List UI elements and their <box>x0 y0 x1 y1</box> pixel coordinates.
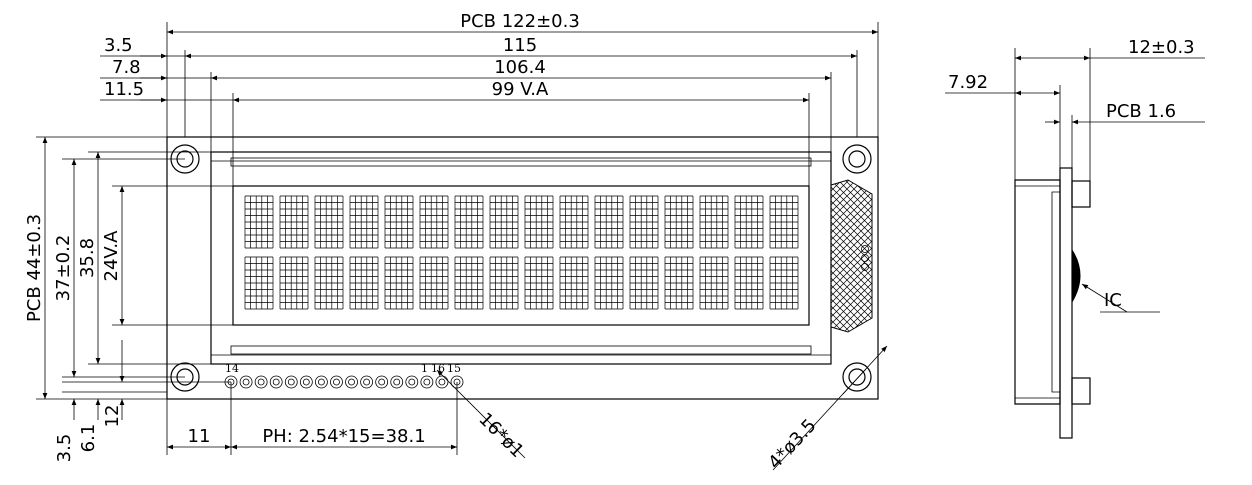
connector-pin <box>435 375 449 389</box>
dim-pcb-width: PCB 122±0.3 <box>460 11 580 32</box>
character-cell <box>244 195 274 249</box>
character-cell <box>314 256 344 310</box>
character-cell <box>454 256 484 310</box>
pcb-outline <box>166 136 879 400</box>
dim-view-area-height: 24V.A <box>101 230 122 282</box>
connector-pin <box>420 375 434 389</box>
character-cell <box>349 256 379 310</box>
character-cell <box>419 195 449 249</box>
top-dimensions: PCB 122±0.3 115 106.4 99 V.A 3.5 7.8 11.… <box>100 11 879 186</box>
character-cell <box>664 195 694 249</box>
character-cell <box>734 256 764 310</box>
connector-pin <box>284 375 298 389</box>
left-dimensions: PCB 44±0.3 37±0.2 35.8 24V.A <box>24 136 233 400</box>
dim-offset-11-5: 11.5 <box>104 79 144 100</box>
character-cell <box>384 256 414 310</box>
dim-view-area-width: 99 V.A <box>492 79 549 100</box>
character-cell <box>524 195 554 249</box>
bottom-dimensions: 11 PH: 2.54*15=38.1 <box>166 382 458 455</box>
dim-hole-spacing: 115 <box>503 35 537 56</box>
character-cell <box>314 195 344 249</box>
dim-pin-offset: 11 <box>188 426 211 447</box>
character-cell <box>664 256 694 310</box>
dim-pin-pitch: PH: 2.54*15=38.1 <box>262 426 425 447</box>
character-cell <box>419 256 449 310</box>
bezel-outline <box>210 151 832 365</box>
connector-pin <box>375 375 389 389</box>
character-cell <box>454 195 484 249</box>
side-view: 12±0.3 7.92 PCB 1.6 IC <box>945 37 1205 439</box>
character-cell <box>349 195 379 249</box>
connector-pin <box>299 375 313 389</box>
character-cell <box>629 256 659 310</box>
connector-pin <box>239 375 253 389</box>
dim-bottom-12: 12 <box>102 405 123 428</box>
connector-pin <box>269 375 283 389</box>
connector-pin <box>254 375 268 389</box>
top-strip <box>230 157 812 167</box>
front-view: 14 1 16 15 PCB 122±0.3 115 106.4 99 V.A … <box>24 11 888 473</box>
bottom-strip <box>230 345 812 355</box>
character-cell <box>384 195 414 249</box>
mounting-hole-br <box>842 362 872 392</box>
character-cell <box>594 256 624 310</box>
side-pcb <box>1059 167 1073 439</box>
character-cell <box>559 256 589 310</box>
character-cell <box>489 256 519 310</box>
dim-bezel-width: 106.4 <box>494 57 546 78</box>
character-cell <box>734 195 764 249</box>
connector-pin <box>390 375 404 389</box>
connector-pin <box>345 375 358 389</box>
character-cell <box>559 195 589 249</box>
connector-pin <box>314 375 328 389</box>
character-cell <box>489 195 519 249</box>
character-cell <box>769 195 799 249</box>
character-cell <box>524 256 554 310</box>
callout-pins-label: 16*ø1 <box>474 409 527 462</box>
viewing-area <box>232 185 810 326</box>
character-grid <box>244 195 799 310</box>
dim-hole-spacing-v: 37±0.2 <box>53 235 74 302</box>
character-cell <box>279 195 309 249</box>
bottom-left-dimensions: 3.5 6.1 12 <box>54 340 231 462</box>
mounting-hole-tr <box>842 144 872 174</box>
dim-offset-7-8: 7.8 <box>112 57 141 78</box>
side-bezel <box>1014 179 1061 405</box>
pin-label-14: 14 <box>225 362 239 375</box>
pin-label-1: 1 <box>421 362 428 375</box>
side-ic <box>1071 248 1081 304</box>
pin-row <box>224 375 464 389</box>
dim-offset-3-5: 3.5 <box>104 35 133 56</box>
dim-pcb-thickness: PCB 1.6 <box>1106 101 1176 122</box>
dim-module-depth: 7.92 <box>948 72 988 93</box>
side-component-bottom <box>1071 377 1091 405</box>
character-cell <box>244 256 274 310</box>
dim-bezel-height: 35.8 <box>77 238 98 278</box>
character-cell <box>594 195 624 249</box>
character-cell <box>699 256 729 310</box>
character-cell <box>279 256 309 310</box>
pin-label-15: 15 <box>447 362 461 375</box>
callout-holes-label: 4*ø3.5 <box>764 415 820 473</box>
connector-pin <box>405 375 419 389</box>
character-cell <box>629 195 659 249</box>
backlight-connector <box>830 179 873 333</box>
callout-pins: 16*ø1 <box>436 369 528 462</box>
dim-pcb-height: PCB 44±0.3 <box>24 214 45 322</box>
character-cell <box>699 195 729 249</box>
dim-bottom-3-5: 3.5 <box>54 434 75 463</box>
dim-bottom-6-1: 6.1 <box>78 424 99 453</box>
side-component-top <box>1071 180 1091 208</box>
connector-pin <box>360 375 374 389</box>
dim-total-thickness: 12±0.3 <box>1128 37 1195 58</box>
callout-holes: 4*ø3.5 <box>764 345 888 473</box>
connector-pin <box>330 375 343 389</box>
pin-label-16: 16 <box>431 362 445 375</box>
character-cell <box>769 256 799 310</box>
ic-label: IC <box>1104 290 1122 311</box>
